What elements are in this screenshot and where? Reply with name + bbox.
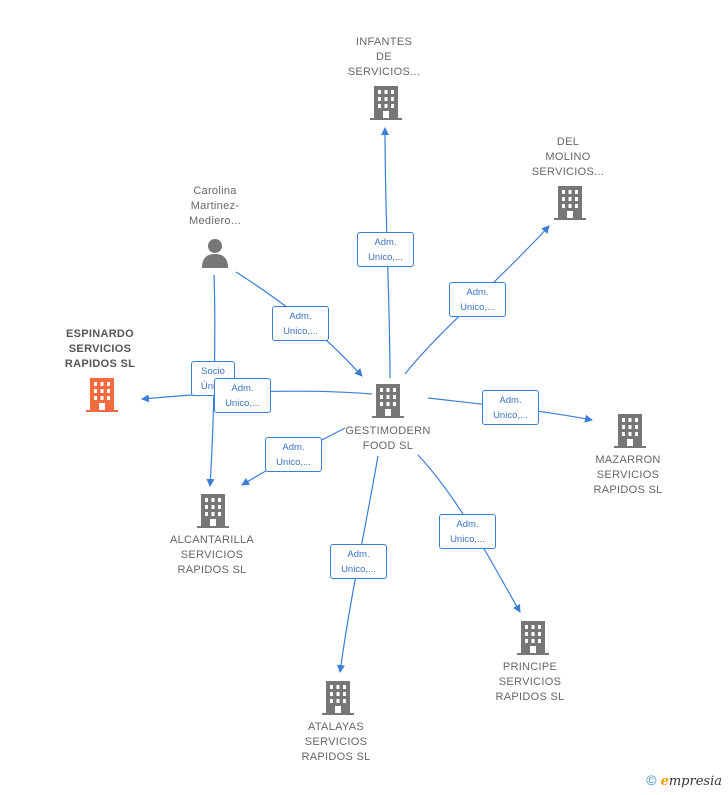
building-icon[interactable] bbox=[322, 681, 354, 715]
node-label-espinardo[interactable]: ESPINARDO SERVICIOS RAPIDOS SL bbox=[64, 328, 136, 370]
building-icon[interactable] bbox=[372, 384, 404, 418]
node-label-del-molino[interactable]: DEL MOLINO SERVICIOS... bbox=[531, 136, 605, 178]
building-icon[interactable] bbox=[517, 621, 549, 655]
copyright-symbol: © bbox=[646, 772, 657, 788]
copyright-brand: ©empresia bbox=[646, 772, 722, 789]
node-label-principe[interactable]: PRINCIPE SERVICIOS RAPIDOS SL bbox=[495, 661, 565, 703]
node-label-atalayas[interactable]: ATALAYAS SERVICIOS RAPIDOS SL bbox=[301, 721, 371, 763]
node-label-carolina[interactable]: Carolina Martinez- Mediero... bbox=[189, 185, 241, 227]
person-icon[interactable] bbox=[200, 238, 230, 268]
node-label-mazarron[interactable]: MAZARRON SERVICIOS RAPIDOS SL bbox=[593, 454, 663, 496]
brand-logo-e: e bbox=[660, 774, 669, 789]
node-label-alcantarilla[interactable]: ALCANTARILLA SERVICIOS RAPIDOS SL bbox=[169, 534, 255, 576]
building-icon[interactable] bbox=[554, 186, 586, 220]
building-icon-focus[interactable] bbox=[86, 378, 118, 412]
edge-label-alcantarilla[interactable]: Adm. Unico,... bbox=[265, 437, 322, 472]
edge-label-principe[interactable]: Adm. Unico,... bbox=[439, 514, 496, 549]
node-label-infantes[interactable]: INFANTES DE SERVICIOS... bbox=[347, 36, 421, 78]
edge-label-espinardo[interactable]: Adm. Unico,... bbox=[214, 378, 271, 413]
edge-label-infantes[interactable]: Adm. Unico,... bbox=[357, 232, 414, 267]
edge-label-mazarron[interactable]: Adm. Unico,... bbox=[482, 390, 539, 425]
building-icon[interactable] bbox=[370, 86, 402, 120]
edge-label-carolina-gestimodern[interactable]: Adm. Unico,... bbox=[272, 306, 329, 341]
brand-logo-text: mpresia bbox=[668, 774, 722, 789]
building-icon[interactable] bbox=[197, 494, 229, 528]
edge-label-molino[interactable]: Adm. Unico,... bbox=[449, 282, 506, 317]
edge-label-atalayas[interactable]: Adm. Unico,... bbox=[330, 544, 387, 579]
node-label-gestimodern[interactable]: GESTIMODERN FOOD SL bbox=[345, 425, 431, 452]
building-icon[interactable] bbox=[614, 414, 646, 448]
